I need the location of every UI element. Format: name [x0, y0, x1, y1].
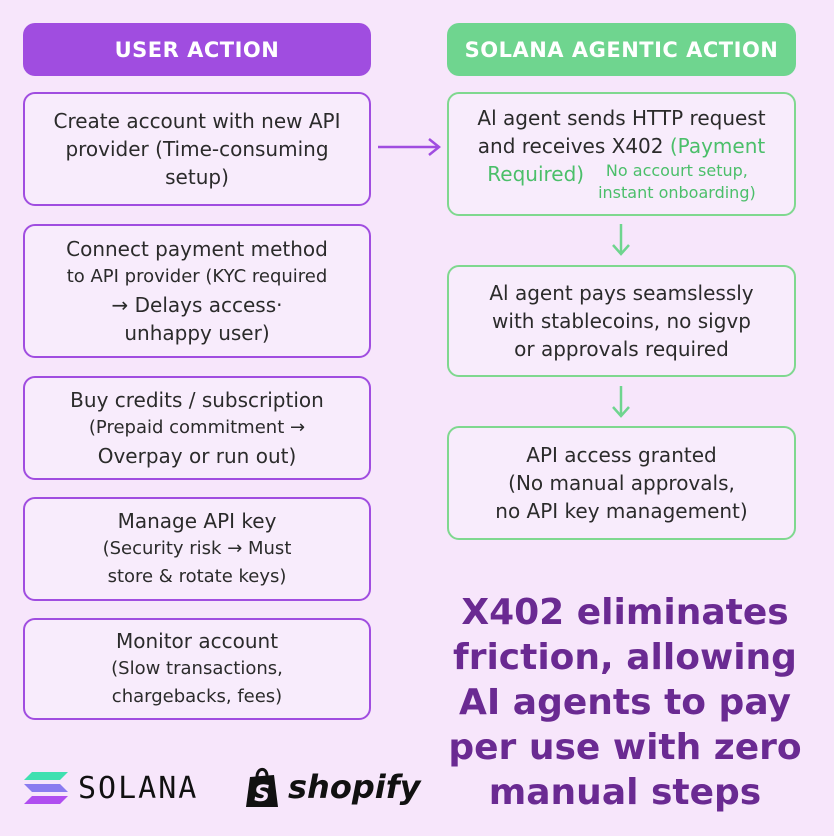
step-text-line: (Slow transactions,	[111, 658, 283, 679]
step-text-line: provider (Time-consuming	[65, 137, 329, 161]
step-text-line: Overpay or run out)	[97, 444, 297, 468]
solana-step-pay-stablecoins: Al agent pays seamslessly with stablecoi…	[447, 265, 796, 377]
solana-wordmark: SOLANA	[78, 770, 199, 806]
step-text-line: Connect payment method	[66, 237, 328, 261]
user-action-header: USER ACTION	[23, 23, 371, 76]
step-text-line: to API provider (KYC required	[66, 266, 328, 287]
step-note-line: No accourt setup,	[605, 161, 748, 180]
step-text-line: or approvals required	[514, 337, 729, 361]
user-step-buy-credits: Buy credits / subscription (Prepaid comm…	[23, 376, 371, 480]
payment-required-label: (Payment	[669, 134, 766, 158]
step-text-line: unhappy user)	[124, 321, 270, 345]
step-text-line: → Delays access·	[111, 293, 283, 317]
step-text-inline: and receives X402	[477, 134, 664, 158]
step-text-line: Al agent sends HTTP request	[477, 106, 766, 130]
user-step-connect-payment: Connect payment method to API provider (…	[23, 224, 371, 358]
solana-logo: SOLANA	[24, 770, 198, 806]
payment-required-label: Required)	[487, 162, 585, 186]
step-text-line: (Prepaid commitment →	[88, 417, 306, 438]
solana-step-access-granted: API access granted (No manual approvals,…	[447, 426, 796, 540]
right-arrow-icon	[378, 138, 442, 156]
step-text-line: and receives X402 (Payment	[478, 132, 765, 160]
step-note-line: instant onboarding)	[598, 183, 756, 202]
step-note-row: Required) No accourt setup, instant onbo…	[487, 160, 755, 204]
user-step-manage-api-key: Manage API key (Security risk → Must sto…	[23, 497, 371, 601]
down-arrow-icon	[612, 224, 630, 256]
step-text-line: with stablecoins, no sigvp	[492, 309, 751, 333]
down-arrow-icon	[612, 386, 630, 418]
step-note: No accourt setup, instant onboarding)	[598, 160, 756, 204]
step-text-line: (No manual approvals,	[508, 471, 735, 495]
step-text-line: setup)	[165, 165, 229, 189]
step-text-line: no API key management)	[495, 499, 748, 523]
shopify-wordmark: shopify	[288, 768, 421, 806]
step-text-line: Al agent pays seamslessly	[489, 281, 754, 305]
solana-action-header: SOLANA AGENTIC ACTION	[447, 23, 796, 76]
step-text-line: Buy credits / subscription	[70, 388, 324, 412]
user-step-create-account: Create account with new API provider (Ti…	[23, 92, 371, 206]
step-text-line: Manage API key	[117, 509, 277, 533]
shopify-logo: S shopify	[244, 765, 420, 809]
step-text-line: (Security risk → Must	[102, 538, 292, 559]
step-text-line: chargebacks, fees)	[111, 686, 283, 707]
svg-text:S: S	[254, 782, 270, 807]
solana-step-http-request: Al agent sends HTTP request and receives…	[447, 92, 796, 216]
step-text-line: Create account with new API	[53, 109, 341, 133]
step-text-line: API access granted	[526, 443, 717, 467]
step-text-line: Monitor account	[115, 629, 279, 653]
tagline: X402 eliminates friction, allowing AI ag…	[448, 592, 802, 813]
shopify-bag-icon: S	[246, 767, 278, 807]
step-text-line: store & rotate keys)	[107, 566, 287, 587]
user-step-monitor-account: Monitor account (Slow transactions, char…	[23, 618, 371, 720]
solana-bars-icon	[24, 772, 68, 804]
